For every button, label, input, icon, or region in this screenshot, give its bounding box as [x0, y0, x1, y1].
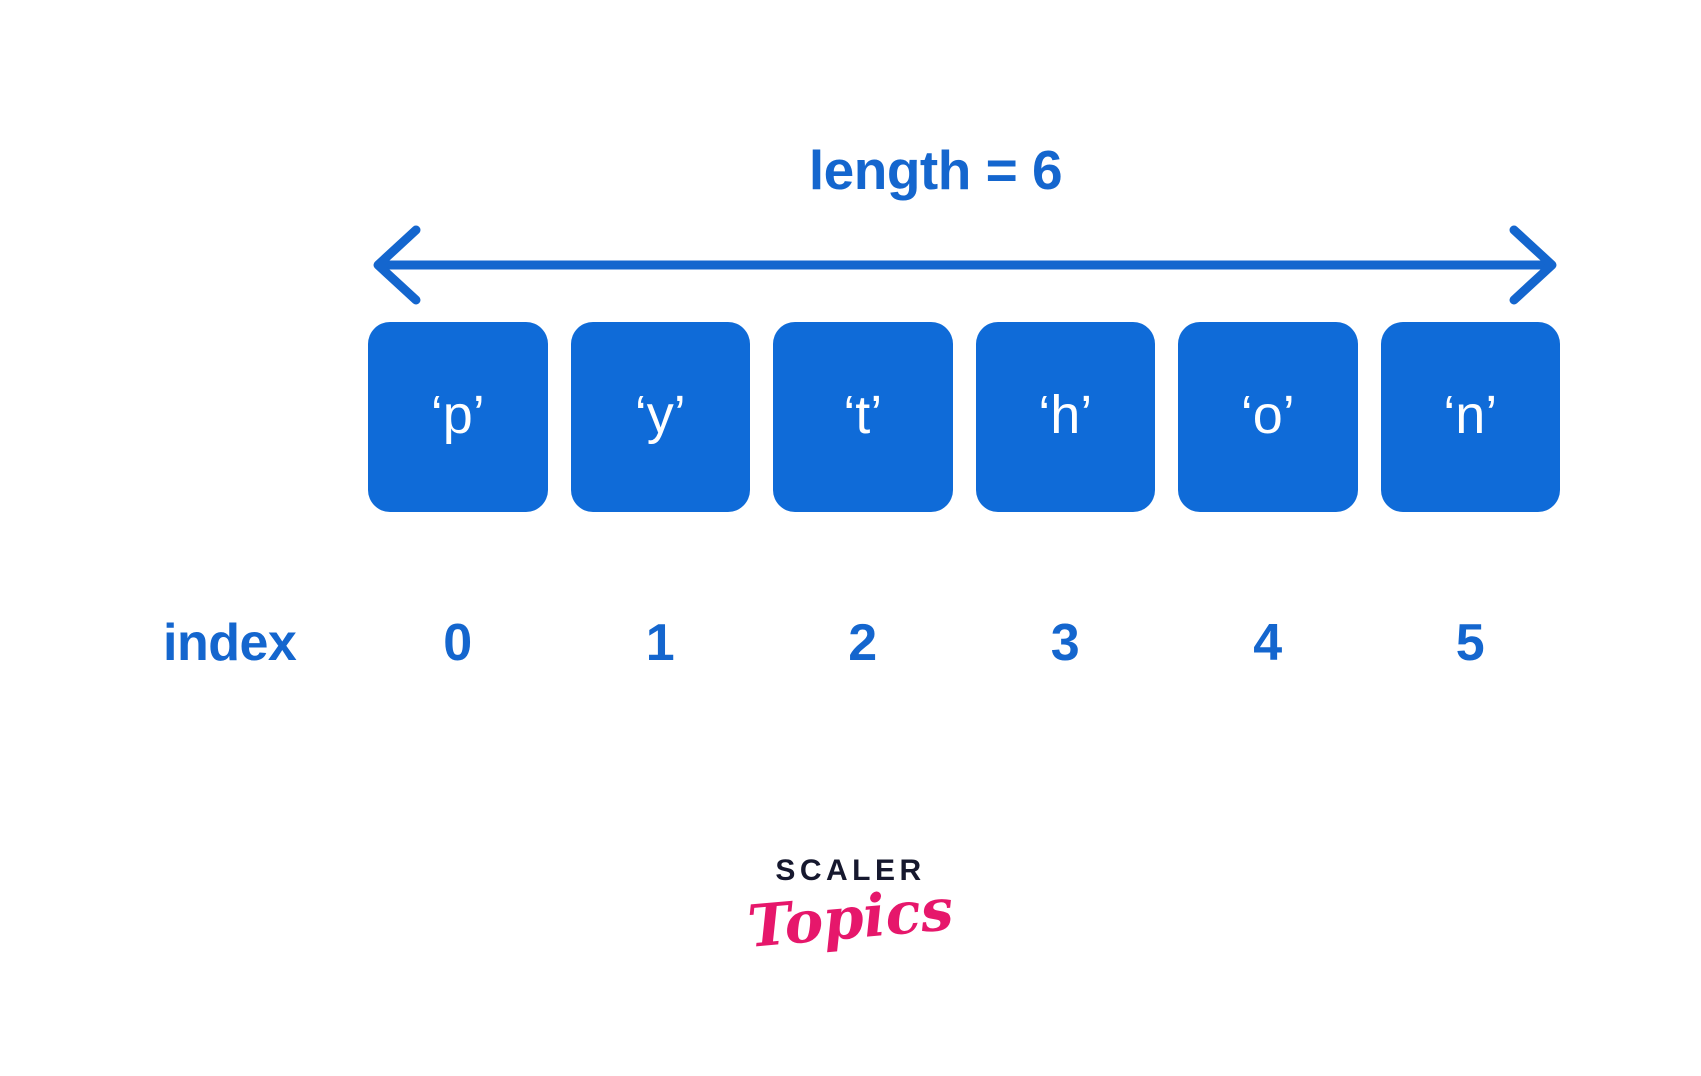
- double-headed-length-arrow: [360, 212, 1570, 320]
- index-value: 1: [645, 614, 675, 672]
- index-value: 3: [1050, 614, 1080, 672]
- char-box[interactable]: ‘h’: [975, 322, 1155, 512]
- char-box[interactable]: ‘o’: [1178, 322, 1358, 512]
- index-value: 2: [848, 614, 878, 672]
- char-box[interactable]: ‘n’: [1380, 322, 1560, 512]
- index-numbers: 0 1 2 3 4 5: [368, 608, 1560, 678]
- length-label-text: length = 6: [808, 139, 1063, 201]
- scaler-topics-logo: SCALER Topics: [0, 854, 1701, 961]
- logo-topics-text: Topics: [745, 875, 956, 961]
- index-value: 4: [1253, 614, 1283, 672]
- char-box[interactable]: ‘t’: [773, 322, 953, 512]
- index-row: index 0 1 2 3 4 5: [0, 608, 1701, 678]
- logo-scaler-text: SCALER: [775, 854, 926, 887]
- character-boxes: ‘p’ ‘y’ ‘t’ ‘h’ ‘o’ ‘n’: [368, 322, 1560, 512]
- index-value: 5: [1455, 614, 1485, 672]
- index-value: 0: [443, 614, 473, 672]
- index-caption: index: [163, 614, 297, 672]
- char-box[interactable]: ‘y’: [570, 322, 750, 512]
- char-box[interactable]: ‘p’: [368, 322, 548, 512]
- length-label: length = 6: [0, 143, 1701, 198]
